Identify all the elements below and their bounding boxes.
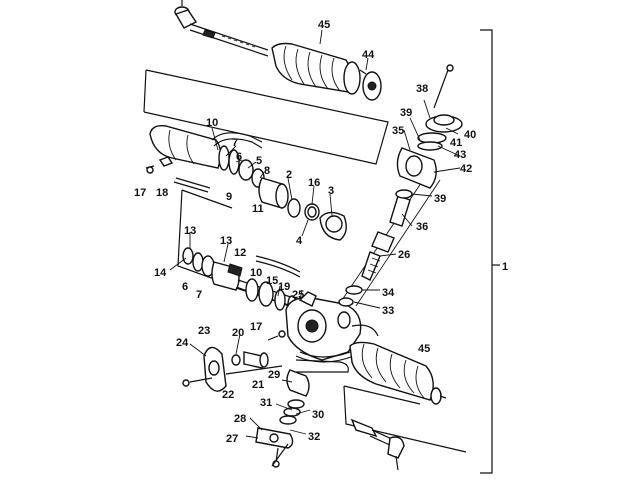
callout-labels: 45 44 38 39 35 41 40 43 42 39 36 26 34 3… <box>134 19 508 445</box>
callout-26: 26 <box>398 249 410 261</box>
upper-subassembly-frame <box>143 69 389 165</box>
boot-45-upper <box>271 42 352 93</box>
callout-17b: 17 <box>250 321 262 333</box>
callout-40: 40 <box>464 129 476 141</box>
lower-tie-rod-assembly <box>349 341 447 471</box>
callout-14: 14 <box>154 267 167 279</box>
callout-9: 9 <box>226 191 232 203</box>
upper-tie-rod-assembly <box>174 0 382 101</box>
callout-2: 2 <box>286 169 292 181</box>
gear-housing <box>285 291 379 363</box>
callout-36: 36 <box>416 221 428 233</box>
callout-28: 28 <box>234 413 246 425</box>
callout-20: 20 <box>232 327 244 339</box>
callout-25: 25 <box>292 289 304 301</box>
callout-22: 22 <box>222 389 234 401</box>
callout-13: 13 <box>184 225 196 237</box>
callout-32: 32 <box>308 431 320 443</box>
callout-6b: 6 <box>182 281 188 293</box>
callout-24: 24 <box>176 337 189 349</box>
callout-34: 34 <box>382 287 395 299</box>
callout-44: 44 <box>362 49 375 61</box>
callout-6: 6 <box>236 151 242 163</box>
lower-subassembly-frame <box>343 385 467 453</box>
callout-19: 19 <box>278 281 290 293</box>
callout-35: 35 <box>392 125 404 137</box>
callout-39b: 39 <box>434 193 446 205</box>
callout-18: 18 <box>156 187 168 199</box>
callout-38: 38 <box>416 83 428 95</box>
callout-29: 29 <box>268 369 280 381</box>
callout-30: 30 <box>312 409 324 421</box>
callout-12: 12 <box>234 247 246 259</box>
callout-33: 33 <box>382 305 394 317</box>
callout-43: 43 <box>454 149 466 161</box>
callout-4: 4 <box>296 235 303 247</box>
boot-45-lower <box>349 341 434 401</box>
callout-11: 11 <box>252 203 264 215</box>
callout-7: 7 <box>232 137 238 149</box>
callout-3: 3 <box>328 185 334 197</box>
callout-41: 41 <box>450 137 462 149</box>
callout-7b: 7 <box>196 289 202 301</box>
callout-1: 1 <box>502 261 508 273</box>
callout-39: 39 <box>400 107 412 119</box>
callout-42: 42 <box>460 163 472 175</box>
callout-10b: 10 <box>250 267 262 279</box>
leader-lines <box>169 99 461 439</box>
callout-17: 17 <box>134 187 146 199</box>
callout-5: 5 <box>256 155 262 167</box>
callout-31: 31 <box>260 397 272 409</box>
rack-piston-group <box>182 247 301 313</box>
assembly-bracket <box>480 29 500 474</box>
valve-housing-group <box>145 124 347 241</box>
callout-45b: 45 <box>418 343 430 355</box>
callout-45: 45 <box>318 19 330 31</box>
callout-8: 8 <box>264 165 270 177</box>
callout-16: 16 <box>308 177 320 189</box>
side-cover-group <box>182 330 286 392</box>
callout-15: 15 <box>266 275 278 287</box>
pinion-valve-column <box>338 64 463 307</box>
inner-tie-rod-44 <box>343 61 382 101</box>
lower-valve-stack <box>255 359 349 468</box>
callout-27: 27 <box>226 433 238 445</box>
callout-23: 23 <box>198 325 210 337</box>
callout-13b: 13 <box>220 235 232 247</box>
callout-21: 21 <box>252 379 264 391</box>
callout-10: 10 <box>206 117 218 129</box>
